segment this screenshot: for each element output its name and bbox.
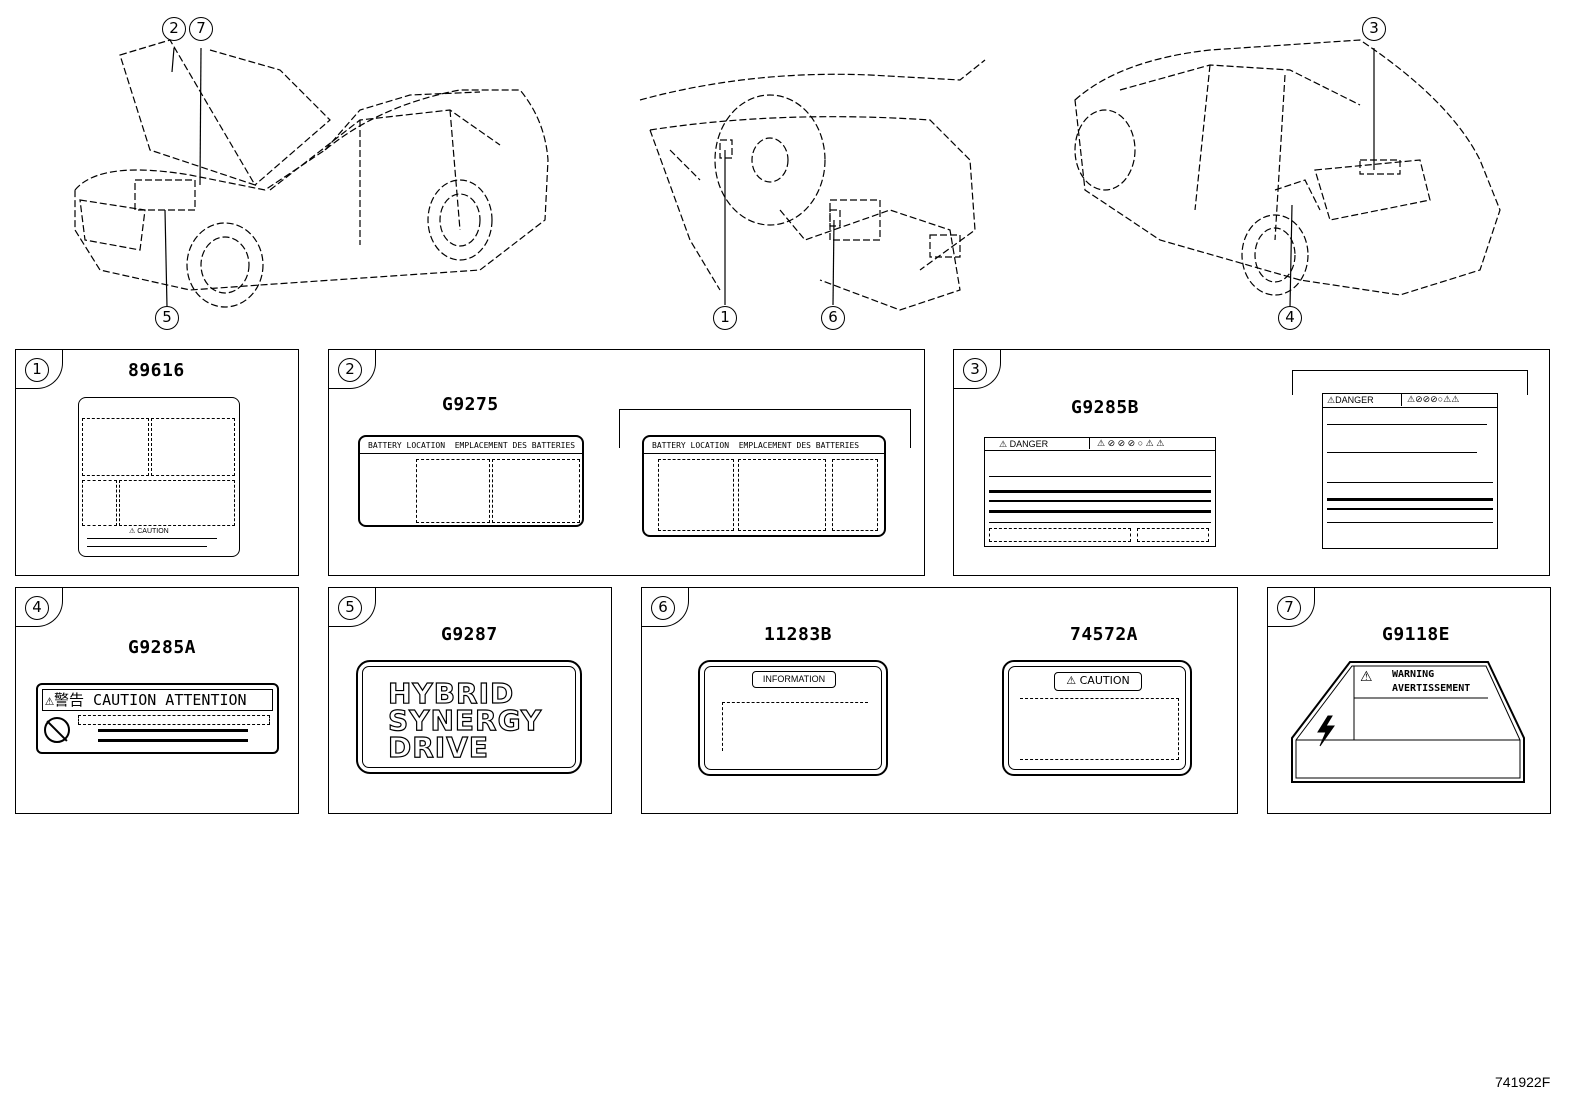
panel-tab: 5 xyxy=(329,588,376,627)
panel-tab: 7 xyxy=(1268,588,1315,627)
panel-tab: 3 xyxy=(954,350,1001,389)
label-11283b: INFORMATION xyxy=(698,660,888,776)
illustration-dashboard xyxy=(630,40,1000,340)
panel-number: 4 xyxy=(25,596,49,620)
part-number: G9275 xyxy=(442,394,499,415)
header-emplacement: EMPLACEMENT DES BATTERIES xyxy=(454,441,576,450)
label-g9118e: ⚠ WARNING AVERTISSEMENT xyxy=(1288,658,1528,786)
callout-7-front: 7 xyxy=(189,17,213,41)
danger-header: DANGER xyxy=(1009,439,1049,449)
panel-tab: 4 xyxy=(16,588,63,627)
label-89616: ⚠ CAUTION xyxy=(78,397,240,557)
part-number-74572a: 74572A xyxy=(1070,624,1139,645)
part-number: G9285B xyxy=(1071,397,1140,418)
panel-number: 1 xyxy=(25,358,49,382)
danger-header: DANGER xyxy=(1335,395,1374,405)
warning-text: WARNING xyxy=(1392,669,1435,680)
label-g9285b-right: ⚠DANGER ⚠⊘⊘⊘○⚠⚠ xyxy=(1322,393,1498,549)
panel-4: 4 G9285A ⚠警告 CAUTION ATTENTION xyxy=(15,587,299,814)
label-g9285a: ⚠警告 CAUTION ATTENTION xyxy=(36,683,279,754)
panel-tab: 1 xyxy=(16,350,63,389)
caution-header: ⚠ CAUTION xyxy=(1054,672,1142,691)
panel-2: 2 G9275 BATTERY LOCATION EMPLACEMENT DES… xyxy=(328,349,925,576)
callout-1-dash: 1 xyxy=(713,306,737,330)
panel-number: 3 xyxy=(963,358,987,382)
header-battery-location: BATTERY LOCATION xyxy=(368,441,446,450)
part-number: 89616 xyxy=(128,360,185,381)
part-number-11283b: 11283B xyxy=(764,624,833,645)
panel-tab: 6 xyxy=(642,588,689,627)
panel-6: 6 11283B 74572A INFORMATION ⚠ CAUTION xyxy=(641,587,1238,814)
header-emplacement: EMPLACEMENT DES BATTERIES xyxy=(738,441,860,450)
part-number: G9287 xyxy=(441,624,498,645)
hybrid-text: HYBRID xyxy=(387,677,515,710)
panel-number: 5 xyxy=(338,596,362,620)
synergy-text: SYNERGY xyxy=(387,704,543,737)
caution-attention-header: 警告 CAUTION ATTENTION xyxy=(54,691,247,709)
panel-3: 3 G9285B ⚠ DANGER ⚠ ⊘ ⊘ ⊘ ○ ⚠ ⚠ ⚠DANGER … xyxy=(953,349,1550,576)
callout-6-dash: 6 xyxy=(821,306,845,330)
label-caution-text: ⚠ CAUTION xyxy=(129,528,169,535)
panel-number: 7 xyxy=(1277,596,1301,620)
callout-5-front: 5 xyxy=(155,306,179,330)
illustration-front-car xyxy=(60,10,560,340)
panel-number: 2 xyxy=(338,358,362,382)
panel-tab: 2 xyxy=(329,350,376,389)
information-header: INFORMATION xyxy=(752,671,836,688)
callout-3-rear: 3 xyxy=(1362,17,1386,41)
label-g9285b-left: ⚠ DANGER ⚠ ⊘ ⊘ ⊘ ○ ⚠ ⚠ xyxy=(984,437,1216,547)
diagram-code: 741922F xyxy=(1495,1074,1551,1090)
label-g9275-right: BATTERY LOCATION EMPLACEMENT DES BATTERI… xyxy=(642,435,886,537)
panel-7: 7 G9118E ⚠ WARNING AVERTISSEMENT xyxy=(1267,587,1551,814)
label-74572a: ⚠ CAUTION xyxy=(1002,660,1192,776)
label-g9287: HYBRID SYNERGY DRIVE xyxy=(356,660,582,774)
header-battery-location: BATTERY LOCATION xyxy=(652,441,730,450)
callout-2-front: 2 xyxy=(162,17,186,41)
part-number: G9285A xyxy=(128,637,197,658)
callout-4-rear: 4 xyxy=(1278,306,1302,330)
prohibited-icon xyxy=(44,717,70,743)
illustration-rear-car xyxy=(1060,10,1510,340)
panel-number: 6 xyxy=(651,596,675,620)
label-g9275-left: BATTERY LOCATION EMPLACEMENT DES BATTERI… xyxy=(358,435,584,527)
drive-text: DRIVE xyxy=(387,731,490,764)
panel-1: 1 89616 ⚠ CAUTION xyxy=(15,349,299,576)
avertissement-text: AVERTISSEMENT xyxy=(1392,683,1471,694)
panel-5: 5 G9287 HYBRID SYNERGY DRIVE xyxy=(328,587,612,814)
part-number: G9118E xyxy=(1382,624,1451,645)
